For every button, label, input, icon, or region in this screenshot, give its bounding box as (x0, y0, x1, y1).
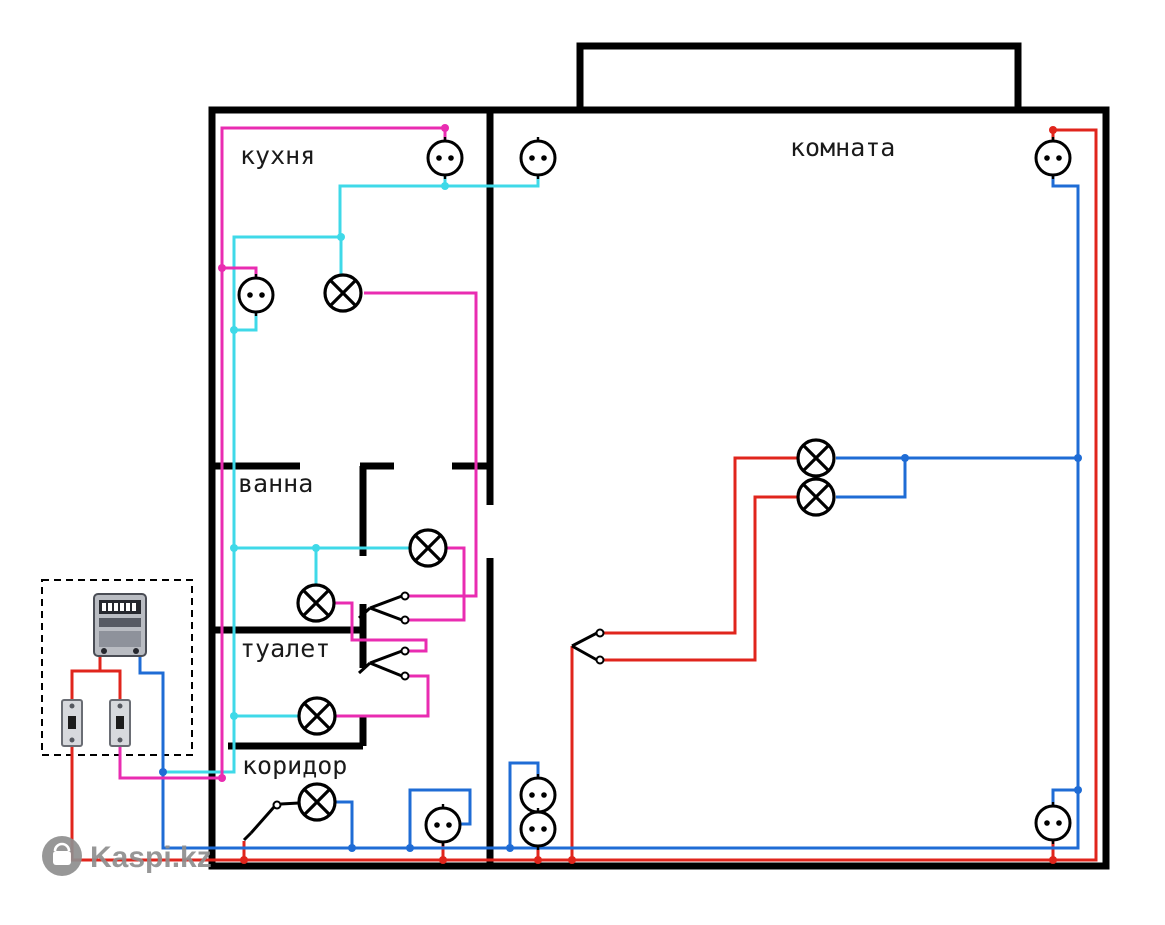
switches (242, 591, 605, 842)
room-label-living: комната (790, 133, 895, 162)
switch-icon (571, 628, 605, 665)
socket-icon (519, 806, 557, 852)
junction-dot (534, 856, 542, 864)
wire-segment (836, 458, 907, 499)
room-label-corridor: коридор (242, 751, 347, 780)
kaspi-logo-handle (53, 842, 71, 852)
junction-dot (1049, 856, 1057, 864)
lamp-icon (796, 438, 836, 478)
wire-segment (138, 176, 1080, 850)
junction-dot (230, 544, 238, 552)
junction-dot (441, 182, 449, 190)
junction-dot (230, 326, 238, 334)
wire-segment (70, 128, 1098, 862)
wire-segment (508, 761, 540, 848)
wire-segment (408, 788, 472, 848)
junction-dot (439, 856, 447, 864)
socket-icon (1034, 800, 1072, 846)
lamp-icon (297, 696, 337, 736)
junction-dot (901, 454, 909, 462)
blue-junction-dots (159, 454, 1082, 852)
room-label-bath: ванна (238, 469, 313, 498)
junction-dot (218, 264, 226, 272)
breaker-icon (61, 699, 83, 747)
wire-segment (220, 126, 447, 778)
socket-icon (424, 802, 462, 848)
room-labels: кухня комната ванна туалет коридор (238, 133, 895, 780)
lamp-icon (297, 782, 337, 822)
junction-dot (406, 844, 414, 852)
kaspi-watermark-text: Kaspi.kz (90, 841, 212, 874)
room-label-kitchen: кухня (240, 141, 315, 170)
red-junction-dots (240, 126, 1057, 864)
junction-dot (240, 856, 248, 864)
junction-dot (218, 774, 226, 782)
blue-neutral-wires (138, 176, 1080, 850)
breaker-icon (109, 699, 131, 747)
switch-icon (357, 646, 410, 681)
junction-dot (337, 233, 345, 241)
junction-dot (312, 544, 320, 552)
kaspi-watermark: Kaspi.kz (42, 836, 212, 876)
meter-icon (93, 593, 147, 657)
socket-icon (237, 272, 275, 318)
magenta-junction-dots (218, 124, 449, 782)
kaspi-logo-bag (53, 851, 71, 865)
lamp-icon (796, 477, 836, 517)
wire-segment (364, 291, 478, 598)
switch-icon (242, 800, 300, 842)
switch-icon (357, 591, 410, 625)
wire-segment (335, 674, 430, 718)
room-label-toilet: туалет (240, 634, 330, 663)
junction-dot (159, 768, 167, 776)
wire-segment (409, 546, 466, 622)
cyan-junction-dots (230, 182, 449, 720)
wire-segment (604, 495, 798, 662)
lamp-icon (296, 583, 336, 623)
junction-dot (1074, 454, 1082, 462)
lamp-icon (323, 273, 363, 313)
wire-segment (118, 746, 222, 780)
junction-dot (568, 856, 576, 864)
wire-segment (1051, 788, 1078, 805)
meter-enclosure-box (41, 579, 193, 756)
wire-segment (604, 456, 798, 635)
red-phase-wires (70, 128, 1098, 862)
wire-segment (70, 656, 102, 700)
balcony-wall (576, 42, 1022, 114)
junction-dot (1074, 786, 1082, 794)
lamp-icon (408, 528, 448, 568)
magenta-lighting-wires (118, 126, 478, 780)
wire-segment (222, 266, 258, 278)
junction-dot (506, 844, 514, 852)
wire-segment (334, 800, 354, 848)
junction-dot (441, 124, 449, 132)
apartment-walls (208, 42, 1110, 870)
socket-icon (519, 135, 557, 181)
breakers (61, 699, 131, 747)
socket-icon (426, 135, 464, 181)
wire-segment (334, 601, 428, 653)
wire-segment (234, 313, 258, 332)
junction-dot (1049, 126, 1057, 134)
junction-dot (348, 844, 356, 852)
socket-icon (1034, 135, 1072, 181)
wire-segment (100, 669, 122, 700)
junction-dot (230, 712, 238, 720)
